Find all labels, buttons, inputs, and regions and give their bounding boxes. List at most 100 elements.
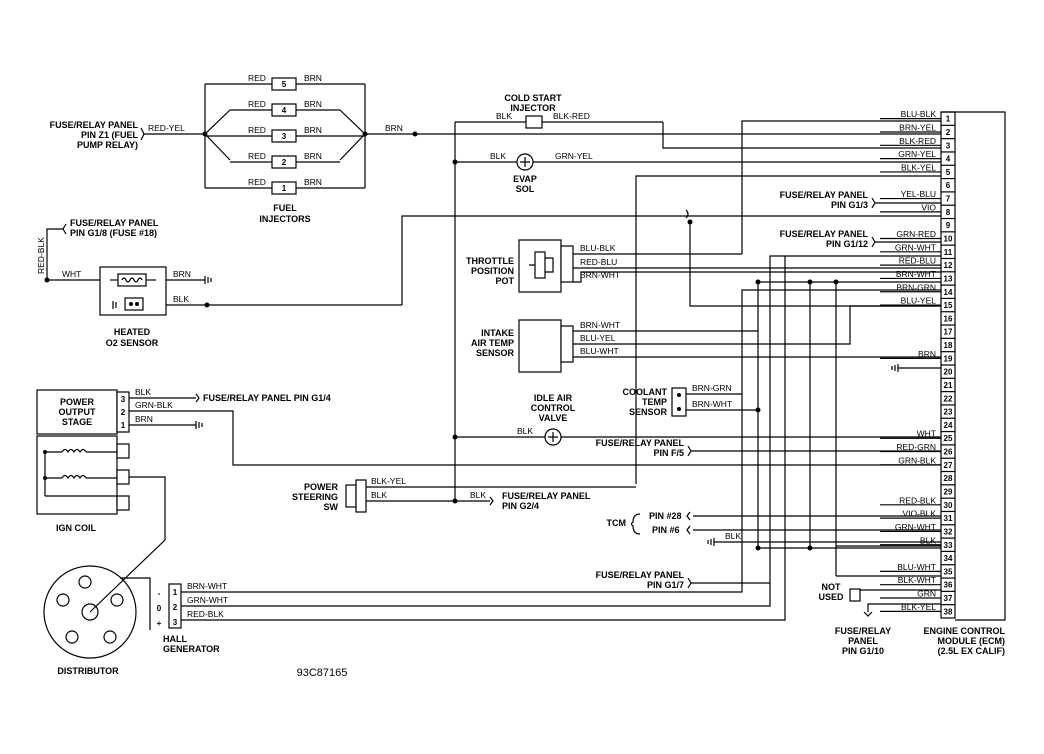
ecm-pin-12-wire: RED-BLU <box>899 256 936 266</box>
ecm-pin-23: 23 <box>944 408 953 417</box>
hall-sign-3: + <box>157 619 162 628</box>
ecm-pin-20: 20 <box>944 368 953 377</box>
hall-pin-2: 2 <box>173 603 178 612</box>
injector-5-number: 5 <box>282 80 287 89</box>
tps-wire-2: RED-BLU <box>580 257 617 267</box>
ecm-pin-4: 4 <box>946 155 951 164</box>
pos-fuse-text: FUSE/RELAY PANEL PIN G1/4 <box>203 393 331 403</box>
fuel-injectors: 5 RED BRN 4 RED BRN 3 RED BRN 2 RED BRN … <box>50 73 941 224</box>
iat-label-line3: SENSOR <box>476 348 515 358</box>
ecm-upper-wires: FUSE/RELAY PANEL PIN G1/3 FUSE/RELAY PAN… <box>401 120 941 600</box>
ecm-pin-18: 18 <box>944 341 953 350</box>
ecm-pin-25-wire: WHT <box>917 429 936 439</box>
tps-wire-1: BLU-BLK <box>580 243 616 253</box>
ecm-pin-10-wire: GRN-RED <box>896 229 936 239</box>
coolant-label-line1: COOLANT <box>623 387 668 397</box>
hall-label-line2: GENERATOR <box>163 644 220 654</box>
o2-label-line1: HEATED <box>114 327 151 337</box>
ecm-pin-28: 28 <box>944 474 953 483</box>
ecm-pin-34: 34 <box>944 554 953 563</box>
iat-label-line1: INTAKE <box>481 328 514 338</box>
tcm-pin-6: PIN #6 <box>652 525 680 535</box>
injector-1-wire-left: RED <box>248 177 266 187</box>
ecm-pin-26: 26 <box>944 448 953 457</box>
ecm-pin-25: 25 <box>944 434 953 443</box>
tcm-ground-wire: BLK <box>725 531 741 541</box>
not-used: NOT USED <box>818 582 941 602</box>
coolant-wire-1: BRN-GRN <box>692 383 732 393</box>
ps-label-line2: STEERING <box>292 492 338 502</box>
evap-wire-right: GRN-YEL <box>555 151 593 161</box>
tps-wire-3: BRN-WHT <box>580 270 620 280</box>
ecm-pin-7-wire: YEL-BLU <box>901 189 936 199</box>
iat-wire-1: BRN-WHT <box>580 320 620 330</box>
ecm-pin-33-wire: BLK <box>920 535 936 545</box>
injector-2-number: 2 <box>282 158 287 167</box>
injector-2-wire-right: BRN <box>304 151 322 161</box>
ecm-pin-38-wire: BLK-YEL <box>901 602 936 612</box>
hall-wire-1: BRN-WHT <box>187 581 227 591</box>
ecm-pin-2-wire: BRN-YEL <box>899 122 936 132</box>
evap-solenoid: BLK GRN-YEL EVAP SOL <box>455 151 941 194</box>
ecm-pin-32-wire: GRN-WHT <box>895 522 936 532</box>
ecm-pin-13-wire: BRN-WHT <box>896 269 936 279</box>
pos-wire-2: GRN-BLK <box>135 400 173 410</box>
injector-5: 5 RED BRN <box>205 73 365 91</box>
hall-wire-2: GRN-WHT <box>187 595 228 605</box>
injector-feed-label-line2: PIN Z1 (FUEL <box>81 130 139 140</box>
distributor: DISTRIBUTOR HALL GENERATOR - 0 + 1 2 3 B… <box>43 256 786 676</box>
fuse-f5: FUSE/RELAY PANEL PIN F/5 <box>596 438 941 458</box>
fuse-g13-line1: FUSE/RELAY PANEL <box>780 190 869 200</box>
ecm-pin-17: 17 <box>944 328 953 337</box>
ecm-pin-14-wire: BRN-GRN <box>896 282 936 292</box>
injector-4-wire-left: RED <box>248 99 266 109</box>
coolant-label-line2: TEMP <box>642 397 667 407</box>
ps-label-line1: POWER <box>304 482 339 492</box>
intake-air-temp-sensor: INTAKE AIR TEMP SENSOR BRN-WHT BLU-YEL B… <box>471 306 941 373</box>
pos-wire-1: BLK <box>135 387 151 397</box>
injectors-label-line1: FUEL <box>273 203 297 213</box>
fuse-g17-line2: PIN G1/7 <box>647 580 684 590</box>
pos-label-line1: POWER <box>60 397 95 407</box>
ecm-pin-35: 35 <box>944 567 953 576</box>
injector-feed-label-line1: FUSE/RELAY PANEL <box>50 120 139 130</box>
ecm-middle-wires <box>741 279 941 577</box>
ecm-pin-19: 19 <box>944 354 953 363</box>
tcm: TCM PIN #28 PIN #6 BLK <box>607 511 941 551</box>
ecm-pin-5-wire: BLK-YEL <box>901 162 936 172</box>
iac-label-line1: IDLE AIR <box>534 393 573 403</box>
o2-blk-wire: BLK <box>173 294 189 304</box>
tcm-pin-28: PIN #28 <box>649 511 682 521</box>
o2-vert-wire: RED-BLK <box>36 237 46 274</box>
ecm-pin-12: 12 <box>944 261 953 270</box>
fuse-f5-line1: FUSE/RELAY PANEL <box>596 438 685 448</box>
ecm-pin-8-wire: VIO <box>921 202 936 212</box>
fuse-g110-line3: PIN G1/10 <box>842 646 884 656</box>
cold-start-wire-right: BLK-RED <box>553 111 590 121</box>
cold-start-injector: COLD START INJECTOR BLK BLK-RED <box>455 93 941 149</box>
injector-5-wire-right: BRN <box>304 73 322 83</box>
ecm-title-line1: ENGINE CONTROL <box>923 626 1005 636</box>
ecm-pin-33: 33 <box>944 541 953 550</box>
fuse-g110: FUSE/RELAY PANEL PIN G1/10 <box>835 603 941 656</box>
tps-label-line2: POSITION <box>471 266 514 276</box>
ps-label-line3: SW <box>324 502 339 512</box>
pos-label-line2: OUTPUT <box>59 407 97 417</box>
ecm-pin-9: 9 <box>946 221 951 230</box>
ign-coil: IGN COIL <box>36 435 130 533</box>
power-steering-switch: POWER STEERING SW BLK-YEL BLK BLK FUSE/R… <box>292 476 636 513</box>
cold-start-wire-left: BLK <box>496 111 512 121</box>
ecm-pin-19-wire: BRN <box>918 349 936 359</box>
ecm-pin-37-wire: GRN <box>917 589 936 599</box>
hall-sign-2: 0 <box>157 604 162 613</box>
injector-1-wire-right: BRN <box>304 177 322 187</box>
ecm-pin-5: 5 <box>946 168 951 177</box>
ps-fuse-line2: PIN G2/4 <box>502 501 539 511</box>
coolant-wire-2: BRN-WHT <box>692 399 732 409</box>
fuse-g112-line1: FUSE/RELAY PANEL <box>780 229 869 239</box>
ecm-pin-6: 6 <box>946 181 951 190</box>
power-output-stage: POWER OUTPUT STAGE 3 2 1 FUSE/RELAY PANE… <box>36 387 941 466</box>
ecm-pin-38: 38 <box>944 607 953 616</box>
injector-2: 2 RED BRN <box>230 151 340 169</box>
